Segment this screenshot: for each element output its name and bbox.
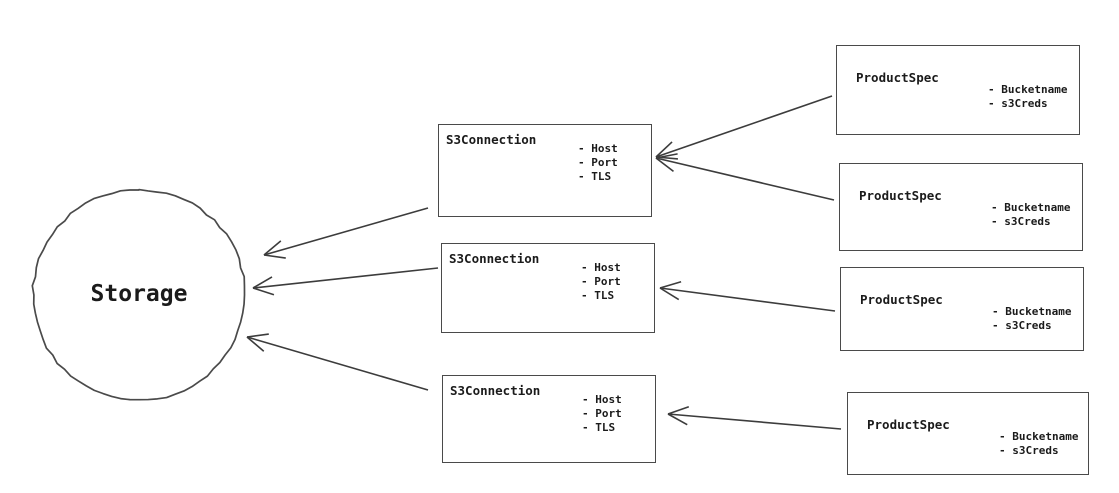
s3connection-node-1-attributes: - Host- Port- TLS (578, 142, 618, 184)
productspec-node-3-attribute-2: - s3Creds (992, 319, 1052, 332)
s3connection-node-1-attribute-3: - TLS (578, 170, 612, 183)
arrow-productspec-2-to-s3conn-1-head (655, 157, 674, 172)
arrow-s3conn-3-to-storage-shaft (246, 336, 429, 391)
s3connection-node-2-attribute-2: - Port (581, 275, 621, 288)
s3connection-node-3[interactable] (442, 375, 656, 463)
arrow-productspec-1-to-s3conn-1-shaft (655, 95, 833, 158)
s3connection-node-2-attribute-1: - Host (581, 261, 621, 274)
productspec-node-4-attribute-1: - Bucketname (999, 430, 1079, 443)
s3connection-node-2-attributes: - Host- Port- TLS (581, 261, 621, 303)
arrow-s3conn-2-to-storage (252, 267, 439, 296)
storage-node-label: Storage (90, 281, 188, 307)
productspec-node-2[interactable] (839, 163, 1083, 251)
arrow-productspec-2-to-s3conn-1-head (655, 153, 678, 159)
arrow-productspec-4-to-s3conn-3 (667, 406, 842, 430)
storage-circle[interactable] (31, 188, 246, 401)
arrow-productspec-2-to-s3conn-1-shaft (655, 157, 835, 201)
productspec-node-2-title: ProductSpec (859, 188, 942, 203)
arrow-s3conn-2-to-storage-head (252, 287, 275, 296)
arrow-s3conn-2-to-storage-shaft (252, 267, 439, 289)
arrow-productspec-1-to-s3conn-1 (655, 95, 833, 160)
productspec-node-3[interactable] (840, 267, 1084, 351)
arrow-productspec-3-to-s3conn-2-shaft (659, 287, 836, 312)
productspec-node-1-attribute-2: - s3Creds (988, 97, 1048, 110)
productspec-node-3-title: ProductSpec (860, 292, 943, 307)
s3connection-node-3-attributes: - Host- Port- TLS (582, 393, 622, 435)
arrow-productspec-3-to-s3conn-2-head (659, 280, 682, 289)
productspec-node-3-attributes: - Bucketname- s3Creds (992, 305, 1071, 333)
productspec-node-1[interactable] (836, 45, 1080, 135)
productspec-node-1-title: ProductSpec (856, 70, 939, 85)
arrow-productspec-3-to-s3conn-2 (659, 280, 836, 312)
arrow-productspec-4-to-s3conn-3-shaft (667, 413, 842, 430)
productspec-node-4-attribute-2: - s3Creds (999, 444, 1059, 457)
productspec-node-4-title: ProductSpec (867, 417, 950, 432)
s3connection-node-1[interactable] (438, 124, 652, 217)
productspec-node-1-attribute-1: - Bucketname (988, 83, 1068, 96)
arrow-s3conn-1-to-storage-head (263, 240, 282, 256)
arrow-s3conn-2-to-storage-head (252, 276, 273, 289)
s3connection-node-3-attribute-1: - Host (582, 393, 622, 406)
arrow-group (246, 95, 842, 430)
productspec-node-2-attribute-1: - Bucketname (991, 201, 1071, 214)
s3connection-node-3-attribute-2: - Port (582, 407, 622, 420)
arrow-s3conn-1-to-storage-shaft (263, 207, 429, 256)
productspec-node-4-attributes: - Bucketname- s3Creds (999, 430, 1078, 458)
s3connection-node-1-title: S3Connection (446, 132, 537, 147)
arrow-productspec-1-to-s3conn-1-head (655, 141, 673, 158)
storage-circle-outline (31, 188, 246, 401)
arrow-productspec-4-to-s3conn-3-head (667, 406, 690, 415)
productspec-node-3-attribute-1: - Bucketname (992, 305, 1072, 318)
productspec-node-2-attribute-2: - s3Creds (991, 215, 1051, 228)
arrow-productspec-4-to-s3conn-3-head (667, 413, 688, 426)
productspec-node-4[interactable] (847, 392, 1089, 475)
arrow-s3conn-3-to-storage (246, 333, 429, 391)
arrow-productspec-3-to-s3conn-2-head (659, 287, 680, 301)
productspec-node-2-attributes: - Bucketname- s3Creds (991, 201, 1070, 229)
productspec-node-1-attributes: - Bucketname- s3Creds (988, 83, 1067, 111)
arrow-s3conn-1-to-storage-head (263, 254, 286, 259)
arrow-s3conn-1-to-storage (263, 207, 429, 259)
arrow-productspec-2-to-s3conn-1 (655, 153, 835, 201)
s3connection-node-3-title: S3Connection (450, 383, 541, 398)
s3connection-node-1-attribute-2: - Port (578, 156, 618, 169)
arrow-s3conn-3-to-storage-head (246, 336, 265, 352)
s3connection-node-2-attribute-3: - TLS (581, 289, 615, 302)
s3connection-node-1-attribute-1: - Host (578, 142, 618, 155)
s3connection-node-2[interactable] (441, 243, 655, 333)
arrow-s3conn-3-to-storage-head (246, 333, 269, 338)
s3connection-node-2-title: S3Connection (449, 251, 540, 266)
s3connection-node-3-attribute-3: - TLS (582, 421, 616, 434)
